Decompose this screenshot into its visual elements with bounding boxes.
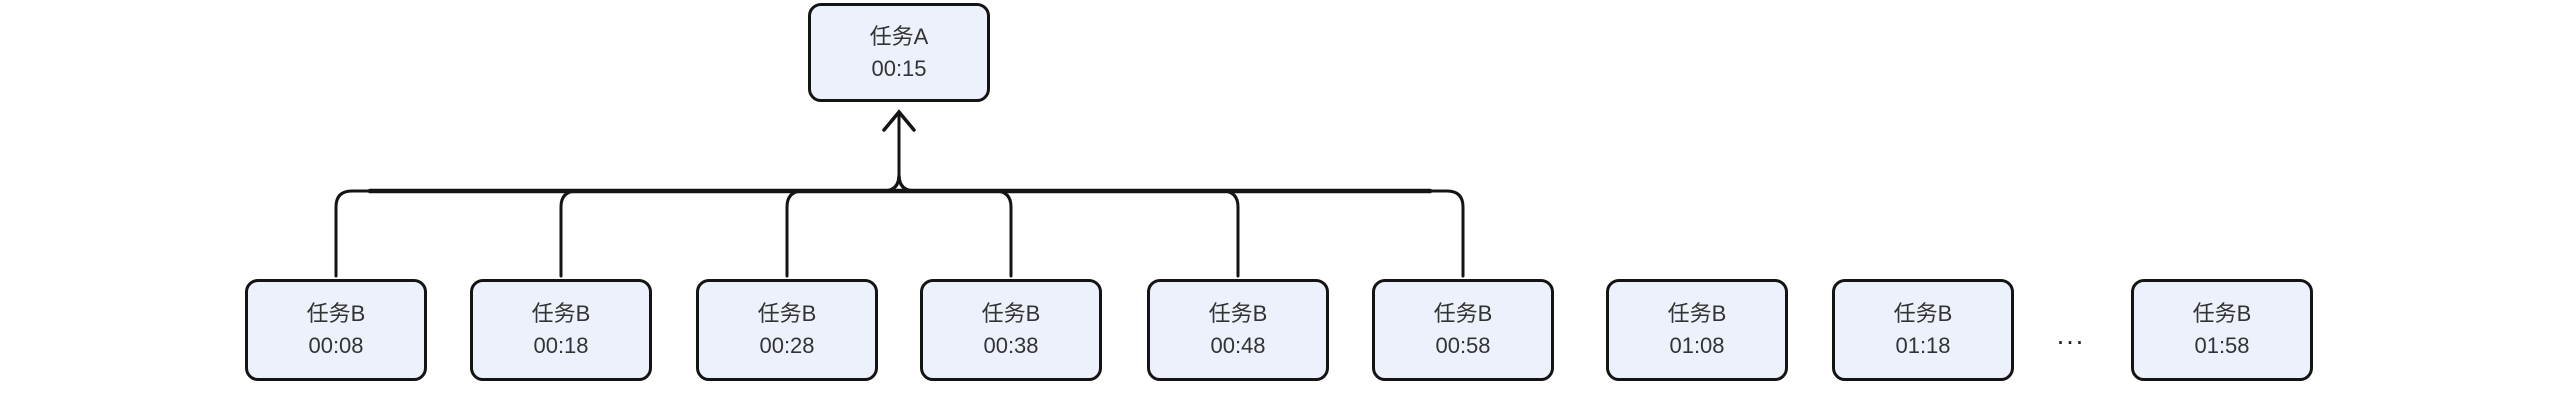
node-taskB-3: 任务B 00:28	[696, 279, 878, 381]
node-taskB-1-time: 00:08	[308, 333, 364, 358]
edge-child4-to-parent	[897, 111, 1013, 278]
node-taskB-8-time: 01:18	[1895, 333, 1951, 358]
node-taskB-1-label: 任务B	[306, 301, 366, 326]
node-taskB-5: 任务B 00:48	[1147, 279, 1329, 381]
node-taskB-2-time: 00:18	[533, 333, 589, 358]
node-taskB-7: 任务B 01:08	[1606, 279, 1788, 381]
node-taskB-6-label: 任务B	[1433, 301, 1493, 326]
edge-child6-to-parent	[897, 111, 1465, 278]
node-taskB-1: 任务B 00:08	[245, 279, 427, 381]
node-taskB-7-label: 任务B	[1667, 301, 1727, 326]
node-taskB-3-time: 00:28	[759, 333, 815, 358]
node-taskB-5-time: 00:48	[1210, 333, 1266, 358]
node-taskB-6-time: 00:58	[1435, 333, 1491, 358]
node-taskA-time: 00:15	[871, 55, 927, 81]
node-taskB-4: 任务B 00:38	[920, 279, 1102, 381]
node-taskA-label: 任务A	[869, 23, 929, 49]
node-taskB-4-time: 00:38	[983, 333, 1039, 358]
node-taskB-8-label: 任务B	[1893, 301, 1953, 326]
edge-child2-to-parent	[559, 111, 901, 278]
edge-child3-to-parent	[785, 111, 901, 278]
node-taskB-6: 任务B 00:58	[1372, 279, 1554, 381]
node-taskA: 任务A 00:15	[808, 3, 990, 102]
node-taskB-7-time: 01:08	[1669, 333, 1725, 358]
edge-child5-to-parent	[897, 111, 1240, 278]
node-taskB-8: 任务B 01:18	[1832, 279, 2014, 381]
node-taskB-9-label: 任务B	[2192, 301, 2252, 326]
node-taskB-2: 任务B 00:18	[470, 279, 652, 381]
ellipsis-more-nodes: ...	[2056, 320, 2086, 350]
node-taskB-9: 任务B 01:58	[2131, 279, 2313, 381]
node-taskB-9-time: 01:58	[2194, 333, 2250, 358]
node-taskB-4-label: 任务B	[981, 301, 1041, 326]
node-taskB-3-label: 任务B	[757, 301, 817, 326]
node-taskB-2-label: 任务B	[531, 301, 591, 326]
edge-child1-to-parent	[334, 111, 901, 278]
arrowhead-up-icon	[882, 109, 916, 132]
node-taskB-5-label: 任务B	[1208, 301, 1268, 326]
